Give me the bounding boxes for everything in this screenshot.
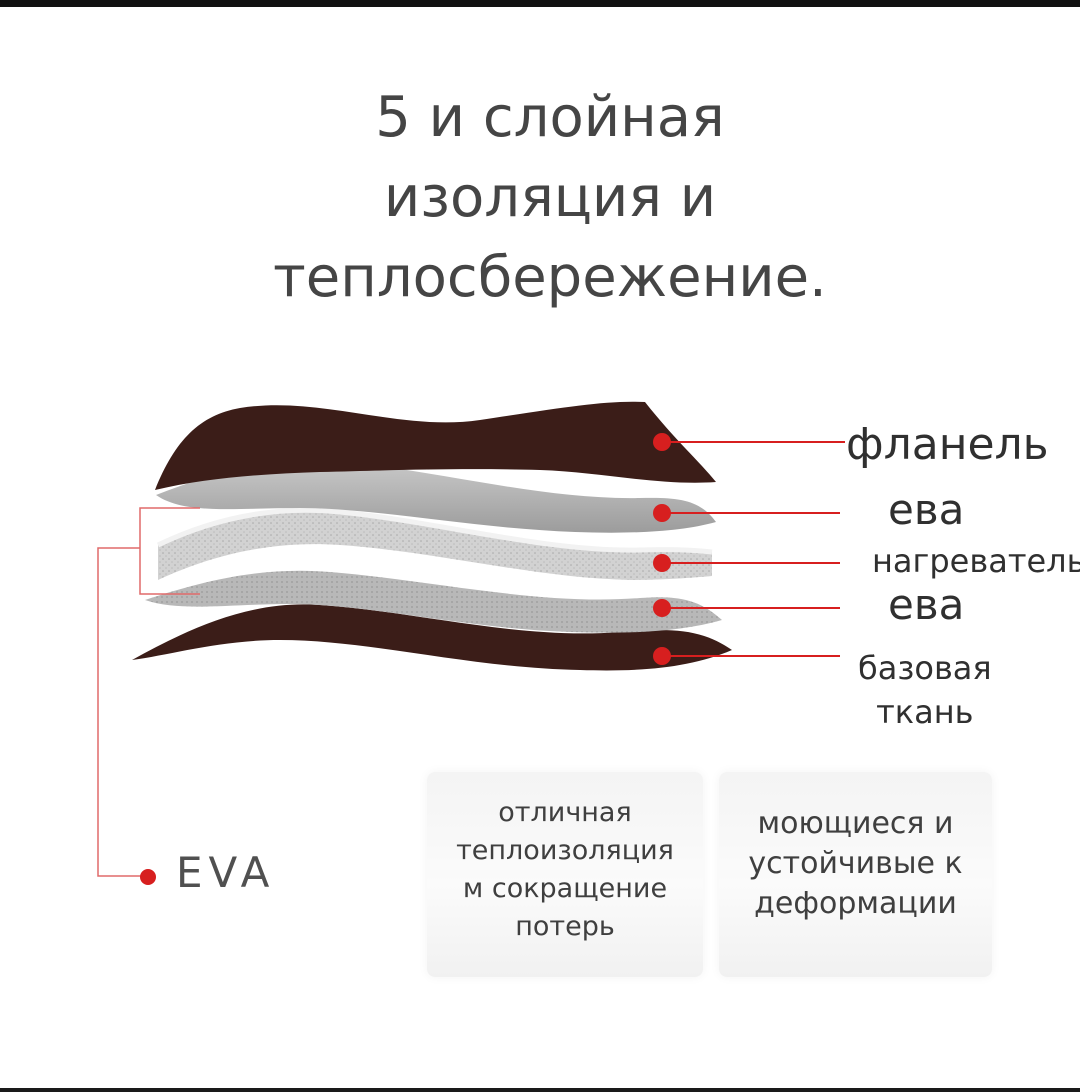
heater-layer [158,510,712,580]
label-heater: нагреватель [872,542,1080,580]
label-eva-bottom: ева [888,580,965,629]
page-title: 5 и слойная изоляция и теплосбережение. [273,85,827,310]
top-bar [0,0,1080,7]
label-eva-top: ева [888,485,965,534]
bottom-line [0,1088,1080,1092]
leader-dots [140,433,671,885]
leader-lines [97,441,845,877]
feature-card-washable: моющиеся и устойчивые к деформации [719,772,992,977]
eva-bottom-layer [145,570,722,633]
feature-card-text: отличная теплоизоляция м сокращение поте… [456,797,674,942]
feature-card-insulation: отличная теплоизоляция м сокращение поте… [427,772,703,977]
eva-label: EVA [176,848,276,897]
flannel-layer [155,401,716,490]
label-base-fabric: базовая ткань [858,649,992,731]
feature-card-text: моющиеся и устойчивые к деформации [748,806,963,921]
label-flannel: фланель [846,419,1049,470]
eva-top-layer [156,460,716,533]
base-fabric-layer [132,604,732,671]
